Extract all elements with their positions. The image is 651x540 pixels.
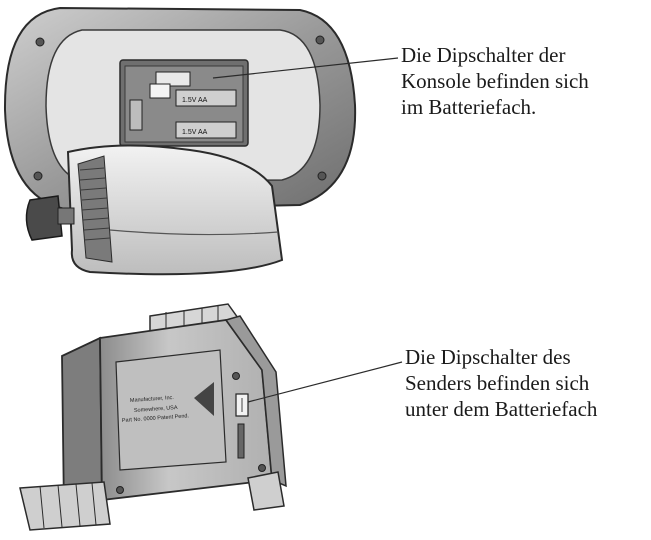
screw [232, 372, 240, 380]
sender-label-line-3: Part No. 0000 Patent Pend. [122, 413, 190, 424]
sender-label-line-2: Somewhere, USA [134, 405, 178, 414]
sender-label-line-1: Manufacturer, Inc. [130, 395, 175, 404]
callout-sender-line-1: Die Dipschalter des [405, 345, 571, 369]
callout-leader-sender [247, 361, 403, 403]
screw [116, 486, 124, 494]
callout-leader-console [212, 57, 399, 79]
callout-sender-line-2: Senders befinden sich [405, 371, 590, 395]
battery [175, 89, 237, 107]
battery [175, 121, 237, 139]
screw [315, 35, 325, 45]
screw [35, 37, 45, 47]
callout-sender: Die Dipschalter des Senders befinden sic… [405, 344, 597, 422]
mounting-clip [66, 144, 284, 276]
screw [33, 171, 43, 181]
arrow-mark [194, 382, 214, 416]
console-unit: 1.5V AA 1.5V AA [3, 6, 399, 276]
callout-console-line-3: im Batteriefach. [401, 95, 537, 119]
battery-label-bottom: 1.5V AA [182, 129, 208, 136]
screw [258, 464, 266, 472]
adjustment-knob [25, 195, 63, 241]
dip-switch-console [155, 71, 191, 87]
callout-console-line-1: Die Dipschalter der [401, 43, 566, 67]
callout-sender-line-3: unter dem Batteriefach [405, 397, 598, 421]
screw [317, 171, 327, 181]
sender-label-plate [115, 349, 227, 471]
battery-label-top: 1.5V AA [182, 97, 208, 104]
callout-console: Die Dipschalter der Konsole befinden sic… [401, 42, 589, 120]
sender-unit: Manufacturer, Inc. Somewhere, USA Part N… [19, 303, 403, 531]
callout-console-line-2: Konsole befinden sich [401, 69, 589, 93]
